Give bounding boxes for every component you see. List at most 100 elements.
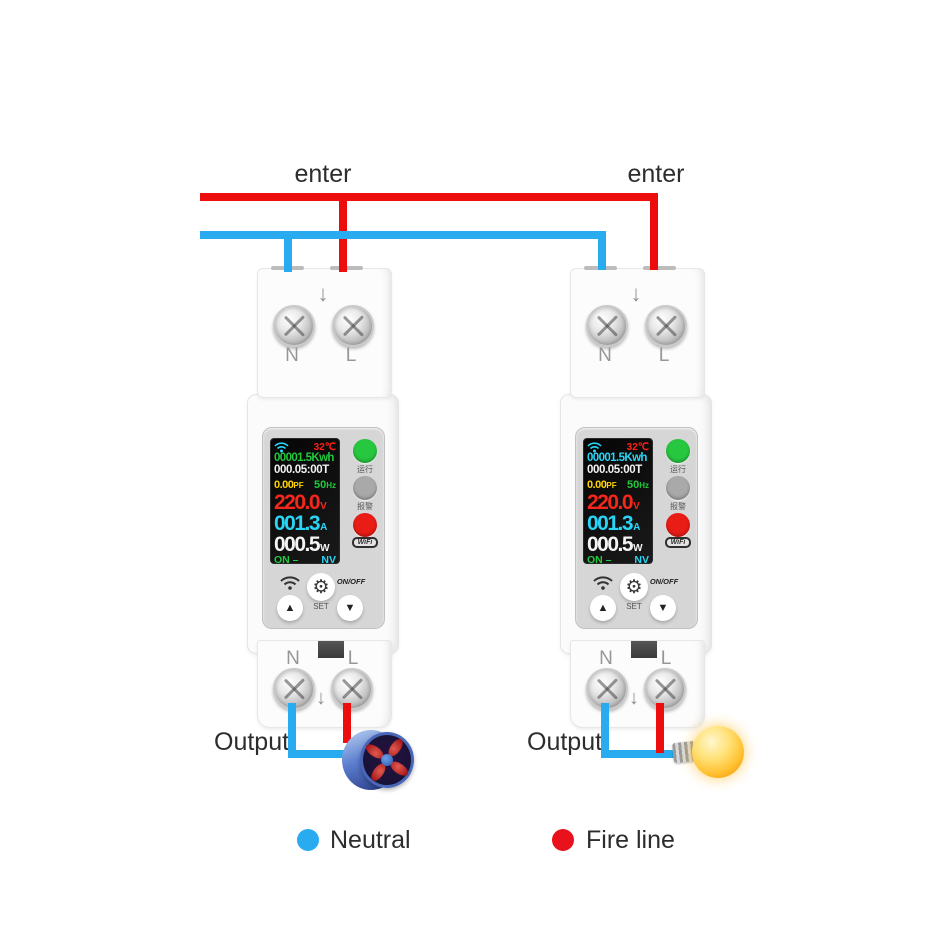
fire-out-right-v xyxy=(656,703,664,753)
frequency: 50Hz xyxy=(626,479,649,491)
neutral-wire-horizontal xyxy=(200,231,606,239)
up-button[interactable]: ▲ xyxy=(277,595,303,621)
terminal-screw-n xyxy=(273,305,315,347)
terminal-label-n: N xyxy=(286,648,300,669)
terminal-label-l: L xyxy=(658,345,670,366)
front-panel: 32℃ 00001.5Kwh 000.05:00T 0.00PF 50Hz 22… xyxy=(262,427,385,629)
onoff-label: ON/OFF xyxy=(649,577,679,586)
wifi-badge: WiFi xyxy=(352,537,378,548)
fire-legend-label: Fire line xyxy=(586,826,675,854)
neutral-out-right-h xyxy=(601,750,675,758)
din-rail-clip xyxy=(318,641,344,658)
runtime-value: 000.05:00T xyxy=(587,463,642,476)
arrow-down-icon: ↓ xyxy=(316,687,326,709)
neutral-out-right-v xyxy=(601,703,609,758)
bulb-load xyxy=(660,724,752,782)
onoff-label: ON/OFF xyxy=(336,577,366,586)
terminal-label-l: L xyxy=(347,648,359,669)
neutral-wire-drop-left xyxy=(284,231,292,272)
status-row: ON – NV xyxy=(274,554,336,566)
wifi-led xyxy=(353,513,377,537)
bottom-terminal-block: N L ↓ xyxy=(257,640,392,728)
wifi-button-icon xyxy=(592,575,614,595)
energy-meter-right: ↓ N L 32℃ 00001.5Kwh 000.05:00T 0 xyxy=(560,266,712,730)
enter-label-left: enter xyxy=(294,160,352,188)
enter-label-right: enter xyxy=(627,160,685,188)
alarm-led-label: 报警 xyxy=(357,502,373,511)
lcd-display: 32℃ 00001.5Kwh 000.05:00T 0.00PF 50Hz 22… xyxy=(583,438,653,566)
fire-out-left-v xyxy=(343,703,351,743)
run-led-label: 运行 xyxy=(670,465,686,474)
up-button[interactable]: ▲ xyxy=(590,595,616,621)
wifi-led xyxy=(666,513,690,537)
din-rail-clip xyxy=(631,641,657,658)
terminal-label-n: N xyxy=(599,648,613,669)
wire-slot xyxy=(643,266,676,270)
bulb-glass xyxy=(692,726,744,778)
arrow-down-icon: ↓ xyxy=(629,687,639,709)
fan-face xyxy=(360,732,414,788)
alarm-led-label: 报警 xyxy=(670,502,686,511)
run-led xyxy=(353,439,377,463)
gear-icon: ⚙ xyxy=(625,576,643,598)
fire-legend-dot xyxy=(552,829,574,851)
power-factor: 0.00PF xyxy=(274,479,304,491)
terminal-label-l: L xyxy=(345,345,357,366)
lcd-display: 32℃ 00001.5Kwh 000.05:00T 0.00PF 50Hz 22… xyxy=(270,438,340,566)
top-terminal-block: ↓ N L xyxy=(257,266,392,398)
fan-load xyxy=(342,728,414,794)
neutral-legend-dot xyxy=(297,829,319,851)
down-button[interactable]: ▼ xyxy=(650,595,676,621)
neutral-wire-drop-right xyxy=(598,231,606,270)
power-factor: 0.00PF xyxy=(587,479,617,491)
wifi-icon xyxy=(587,442,602,453)
set-button[interactable]: ⚙ xyxy=(307,573,335,601)
front-panel: 32℃ 00001.5Kwh 000.05:00T 0.00PF 50Hz 22… xyxy=(575,427,698,629)
bottom-terminal-block: N L ↓ xyxy=(570,640,705,728)
gear-icon: ⚙ xyxy=(312,576,330,598)
terminal-screw-n xyxy=(586,305,628,347)
alarm-led xyxy=(666,476,690,500)
wifi-icon xyxy=(274,442,289,453)
energy-value: 00001.5Kwh xyxy=(274,452,334,464)
terminal-label-n: N xyxy=(598,345,612,366)
temperature-value: 32℃ xyxy=(313,441,336,453)
frequency: 50Hz xyxy=(313,479,336,491)
output-label-right: Output xyxy=(527,728,603,756)
wifi-badge: WiFi xyxy=(665,537,691,548)
run-led-label: 运行 xyxy=(357,465,373,474)
alarm-led xyxy=(353,476,377,500)
terminal-screw-l xyxy=(644,668,686,710)
arrow-down-icon: ↓ xyxy=(317,281,329,306)
down-button[interactable]: ▼ xyxy=(337,595,363,621)
fire-wire-drop-right xyxy=(650,193,658,270)
energy-meter-left: ↓ N L 32℃ 00001.5Kwh 000.05:00T 0 xyxy=(247,266,399,730)
runtime-value: 000.05:00T xyxy=(274,463,329,476)
neutral-out-left-v xyxy=(288,703,296,758)
neutral-out-left-h xyxy=(288,750,354,758)
run-led xyxy=(666,439,690,463)
energy-value: 00001.5Kwh xyxy=(587,452,647,464)
set-button[interactable]: ⚙ xyxy=(620,573,648,601)
terminal-label-n: N xyxy=(285,345,299,366)
terminal-label-l: L xyxy=(660,648,672,669)
top-terminal-block: ↓ N L xyxy=(570,266,705,398)
wifi-button-icon xyxy=(279,575,301,595)
arrow-down-icon: ↓ xyxy=(630,281,642,306)
output-label-left: Output xyxy=(214,728,290,756)
fire-wire-horizontal xyxy=(200,193,658,201)
terminal-screw-l xyxy=(331,668,373,710)
terminal-screw-l xyxy=(645,305,687,347)
status-row: ON – NV xyxy=(587,554,649,566)
set-label: SET xyxy=(313,602,329,611)
terminal-screw-l xyxy=(332,305,374,347)
fan-hub xyxy=(381,754,393,766)
neutral-legend-label: Neutral xyxy=(330,826,411,854)
